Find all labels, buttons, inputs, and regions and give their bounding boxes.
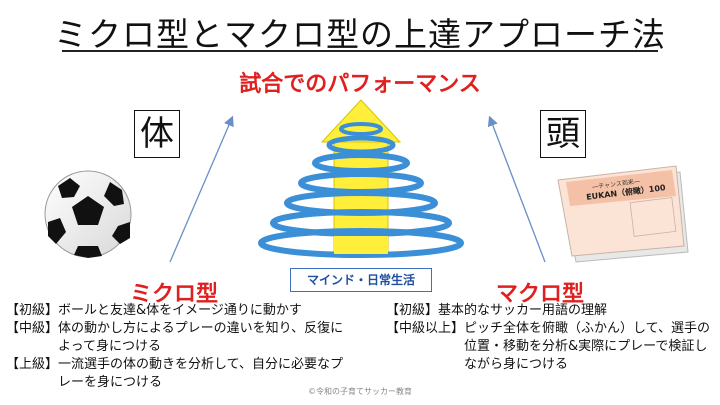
micro-item-text: 体の動かし方によるプレーの違いを知り、反復によって身につける — [58, 321, 344, 354]
micro-item-text: ボールと友達&体をイメージ通りに動かす — [58, 303, 302, 318]
performance-label: 試合でのパフォーマンス — [239, 72, 481, 97]
book-icon — [557, 165, 689, 263]
micro-title: ミクロ型 — [130, 282, 219, 307]
micro-item-advanced: 【上級】 一流選手の体の動きを分析して、自分に必要なプレーを身につける — [6, 356, 344, 392]
page-title: ミクロ型とマクロ型の上達アプローチ法 — [54, 15, 666, 54]
micro-list: 【初級】 ボールと友達&体をイメージ通りに動かす 【中級】 体の動かし方によるプ… — [6, 302, 344, 392]
micro-item-level: 【上級】 — [6, 357, 59, 372]
macro-item-text: ピッチ全体を俯瞰（ふかん）して、選手の位置・移動を分析&実際にプレーで検証しなが… — [464, 321, 710, 372]
macro-item-level: 【中級以上】 — [386, 321, 465, 336]
micro-item-level: 【初級】 — [6, 303, 59, 318]
macro-item-intermediate: 【中級以上】 ピッチ全体を俯瞰（ふかん）して、選手の位置・移動を分析&実際にプレ… — [386, 320, 716, 374]
head-box: 頭 — [540, 110, 586, 158]
title-underline — [62, 50, 658, 52]
macro-title: マクロ型 — [496, 282, 585, 307]
right-arrow — [487, 115, 546, 263]
macro-item-beginner: 【初級】 基本的なサッカー用語の理解 — [386, 302, 716, 320]
macro-item-level: 【初級】 — [386, 303, 439, 318]
soccer-ball-icon — [44, 170, 132, 258]
micro-item-text: 一流選手の体の動きを分析して、自分に必要なプレーを身につける — [58, 357, 343, 390]
macro-list: 【初級】 基本的なサッカー用語の理解 【中級以上】 ピッチ全体を俯瞰（ふかん）し… — [386, 302, 716, 374]
spiral-arrow-icon — [258, 99, 464, 258]
micro-item-level: 【中級】 — [6, 321, 59, 336]
micro-item-beginner: 【初級】 ボールと友達&体をイメージ通りに動かす — [6, 302, 344, 320]
micro-item-intermediate: 【中級】 体の動かし方によるプレーの違いを知り、反復によって身につける — [6, 320, 344, 356]
left-arrow — [169, 115, 234, 263]
body-box: 体 — [134, 110, 180, 158]
copyright-credit: ©令和の子育てサッカー教育 — [308, 387, 412, 396]
macro-item-text: 基本的なサッカー用語の理解 — [438, 303, 608, 318]
mind-daily-life-tag: マインド・日常生活 — [290, 268, 432, 292]
